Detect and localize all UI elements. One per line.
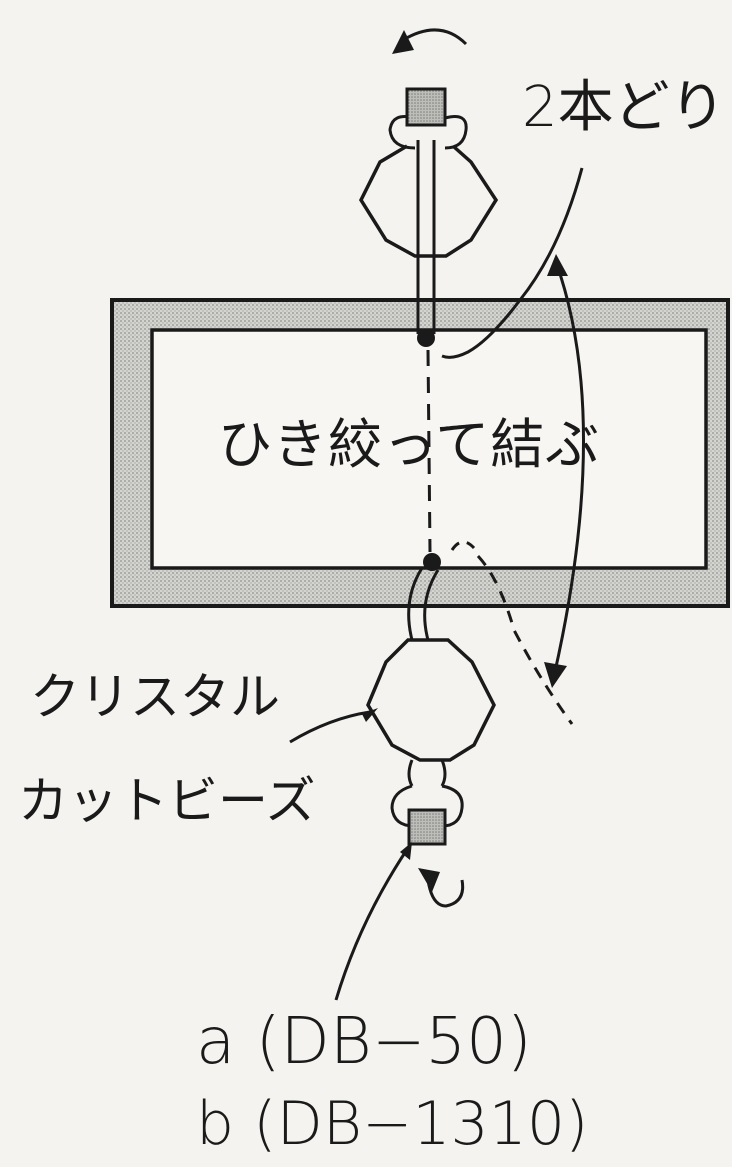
bottom-crystal-bead: [366, 638, 496, 762]
down-arrowhead-icon: [544, 662, 567, 688]
crystal-label-line1: クリスタル: [30, 668, 280, 726]
bead-leader-line: [334, 847, 410, 1001]
bottom-thread: [407, 567, 440, 641]
top-bead-a: [388, 87, 468, 150]
crystal-leader-line: [289, 710, 371, 744]
top-knot: [417, 329, 435, 347]
bottom-rotate-arrow-icon: [418, 868, 465, 908]
top-thread: [416, 140, 436, 334]
bottom-knot: [423, 553, 441, 571]
tighten-and-tie-label: ひき絞って結ぶ: [218, 413, 601, 476]
thread-path-curves: [441, 167, 585, 725]
two-strand-label: 2本どり: [522, 75, 726, 140]
bead-b-label: b (DB−1310): [196, 1089, 589, 1159]
bead-a-label: a (DB−50): [196, 1005, 532, 1079]
top-crystal-bead: [358, 144, 499, 258]
bead-leader-arrow-icon: [400, 842, 412, 860]
up-arrowhead-icon: [547, 254, 568, 276]
crystal-leader-arrow-icon: [362, 708, 378, 722]
bottom-bead-a: [390, 759, 464, 846]
frame: [110, 298, 730, 608]
top-rotate-arrow-icon: [392, 28, 468, 54]
dashed-thread: [426, 349, 432, 553]
crystal-label-line2: カットビーズ: [18, 772, 316, 830]
